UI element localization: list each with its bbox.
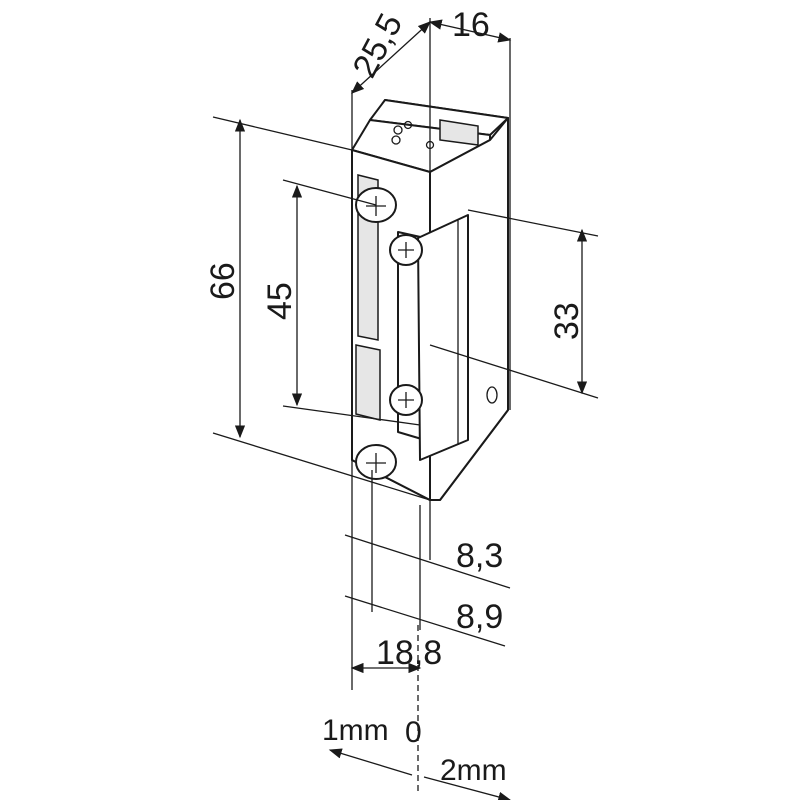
dimension-lines	[234, 19, 588, 800]
dim-offset-b: 8,9	[456, 598, 503, 636]
latch-screw-bottom	[389, 384, 423, 416]
extension-lines	[212, 18, 599, 690]
dim-screw-spacing: 45	[261, 282, 299, 320]
dim-width-top: 16	[452, 6, 490, 44]
dim-offset-a: 8,3	[456, 537, 503, 575]
dim-plate-width: 18,8	[376, 634, 442, 672]
strike-body	[351, 99, 509, 501]
scale-center: 0	[405, 716, 422, 749]
scale-right: 2mm	[440, 754, 507, 787]
dim-depth: 25,5	[346, 7, 411, 83]
dim-latch-height: 33	[548, 302, 586, 340]
latch-screw-top	[389, 234, 423, 266]
scale-left: 1mm	[322, 714, 389, 747]
dim-height-total: 66	[204, 262, 242, 300]
screw-bottom	[355, 444, 397, 480]
